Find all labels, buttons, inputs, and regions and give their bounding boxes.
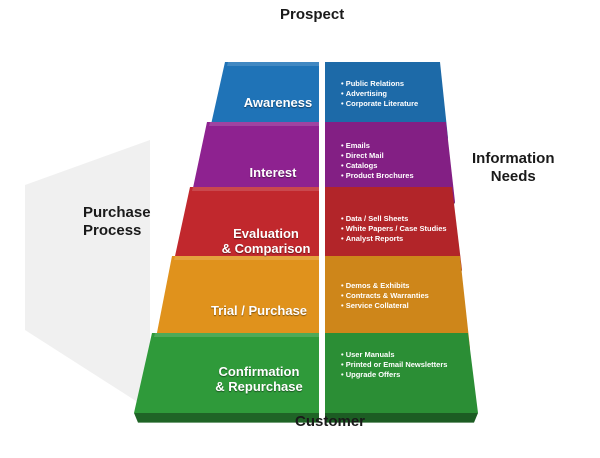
needs-item: Corporate Literature xyxy=(341,99,419,109)
needs-list-awareness: Public Relations Advertising Corporate L… xyxy=(341,79,419,109)
needs-item: Service Collateral xyxy=(341,301,429,311)
needs-item: Advertising xyxy=(341,89,418,99)
block-left-confirmation xyxy=(134,333,319,413)
needs-item: Catalogs xyxy=(341,161,414,171)
stage-label-trial: Trial / Purchase xyxy=(210,303,308,318)
stage-label-interest: Interest xyxy=(249,165,297,180)
needs-list-confirmation: User Manuals Printed or Email Newsletter… xyxy=(341,350,448,380)
block-top-highlight-confirmation xyxy=(154,333,319,337)
block-left-interest xyxy=(190,122,319,202)
needs-item: Direct Mail xyxy=(341,151,414,161)
block-left-awareness xyxy=(208,62,319,138)
needs-item: Contracts & Warranties xyxy=(341,291,429,301)
top-label: Prospect xyxy=(280,6,345,23)
right-label: Information Needs xyxy=(472,150,555,185)
needs-item: User Manuals xyxy=(341,350,447,360)
needs-item: Data / Sell Sheets xyxy=(341,214,447,224)
needs-item: Public Relations xyxy=(341,79,418,89)
needs-item: Printed or Email Newsletters xyxy=(341,360,448,370)
stage-label-confirmation: Confirmation & Repurchase xyxy=(215,364,303,394)
needs-item: Emails xyxy=(341,141,414,151)
shadow xyxy=(25,140,150,410)
left-label: Purchase Process xyxy=(83,204,151,239)
block-left-evaluation xyxy=(172,187,319,270)
block-top-highlight-evaluation xyxy=(192,187,319,191)
block-top-highlight-trial xyxy=(174,256,319,260)
needs-list-trial: Demos & Exhibits Contracts & Warranties … xyxy=(341,281,429,311)
needs-item: Demos & Exhibits xyxy=(341,281,429,291)
block-top-highlight-awareness xyxy=(227,62,319,66)
bottom-label: Customer xyxy=(295,413,366,430)
block-bottom-right-confirmation xyxy=(325,413,478,423)
needs-item: Analyst Reports xyxy=(341,234,447,244)
block-bottom-left-confirmation xyxy=(134,413,319,423)
needs-list-interest: Emails Direct Mail Catalogs Product Broc… xyxy=(341,141,414,181)
stage-label-evaluation: Evaluation & Comparison xyxy=(221,226,311,256)
block-top-highlight-interest xyxy=(209,122,319,126)
needs-list-evaluation: Data / Sell Sheets White Papers / Case S… xyxy=(341,214,447,244)
needs-item: Upgrade Offers xyxy=(341,370,447,380)
needs-item: White Papers / Case Studies xyxy=(341,224,447,234)
needs-item: Product Brochures xyxy=(341,171,414,181)
stage-label-awareness: Awareness xyxy=(243,95,313,110)
block-left-trial xyxy=(154,256,319,348)
